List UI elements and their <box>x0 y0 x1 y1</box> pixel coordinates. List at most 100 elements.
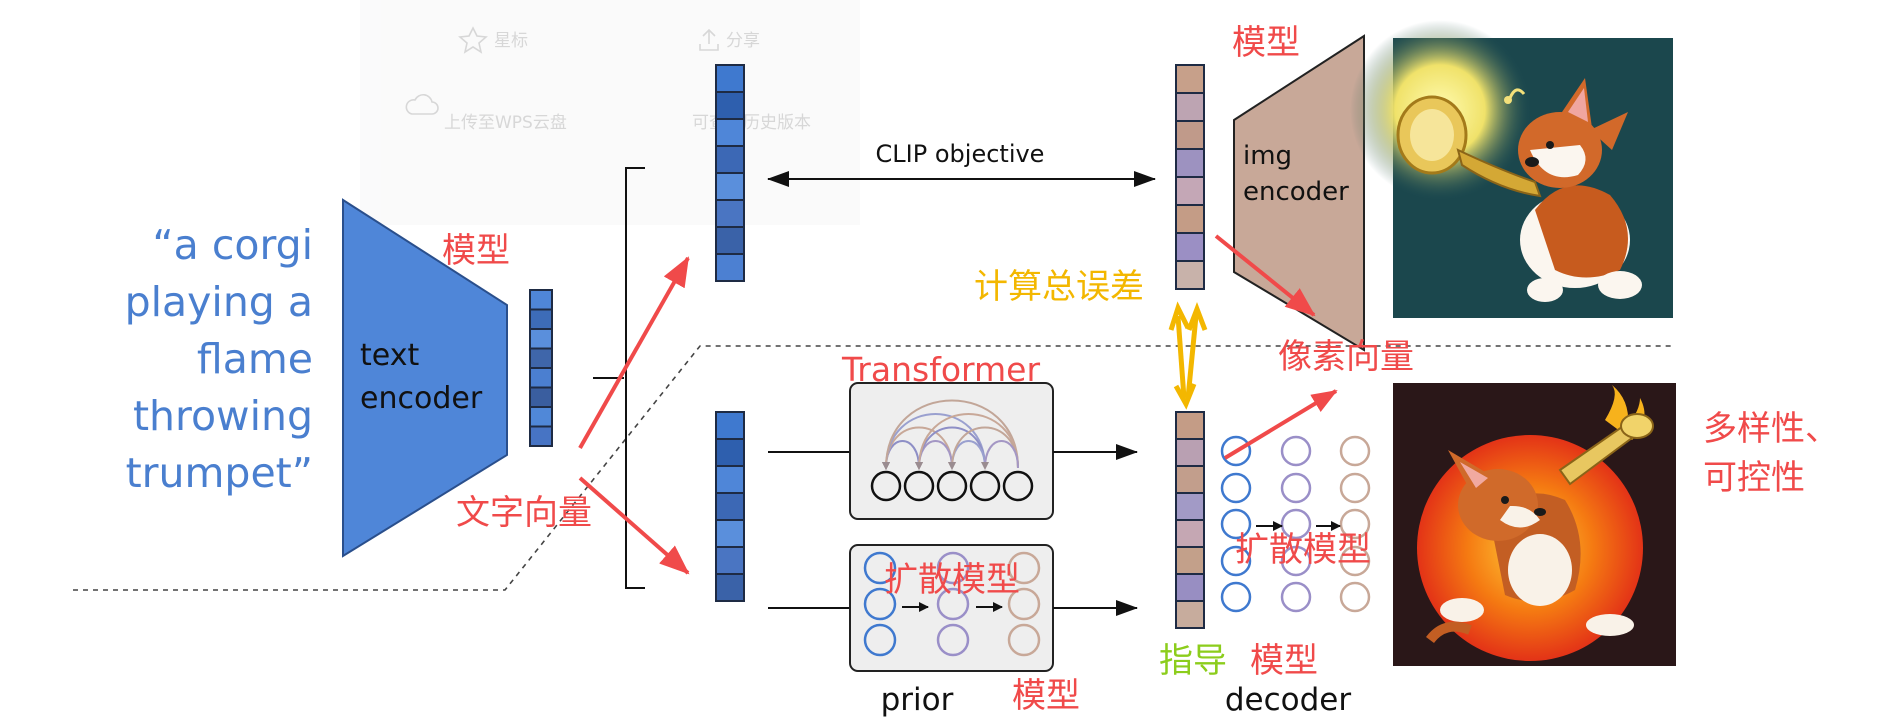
error-arrows <box>1168 301 1208 410</box>
img-encoder-label: img <box>1243 141 1292 171</box>
vector-cell <box>715 64 745 93</box>
decoder-dot <box>1220 435 1252 467</box>
vector-cell <box>529 347 553 369</box>
vector-cell <box>1175 438 1205 467</box>
vector-cell <box>529 386 553 408</box>
decoder-dot <box>1339 472 1371 504</box>
text-encoder-block <box>342 198 508 558</box>
prompt-line: “a corgi <box>152 221 313 269</box>
vector-cell <box>715 546 745 575</box>
vector-cell <box>1175 600 1205 629</box>
vector-cell <box>529 425 553 447</box>
annotation-controllability: 可控性 <box>1703 458 1805 498</box>
token-circle <box>1002 470 1034 502</box>
text-encoder-label: encoder <box>360 381 483 416</box>
prompt-line: throwing <box>133 392 313 440</box>
clip-text-embedding <box>715 64 745 282</box>
annotation-total-error: 计算总误差 <box>974 267 1144 307</box>
vector-cell <box>1175 465 1205 494</box>
vector-cell <box>715 226 745 255</box>
predicted-image-embedding <box>1175 411 1205 629</box>
vector-cell <box>715 253 745 282</box>
decoder-diffusion-steps <box>1220 435 1371 613</box>
prompt-line: trumpet” <box>126 449 313 497</box>
red-arrow-decoder <box>1223 389 1338 460</box>
diffusion-dot <box>936 623 970 657</box>
menu-upload-label[interactable]: 上传至WPS云盘 <box>444 113 567 133</box>
annotation-diversity: 多样性、 <box>1703 409 1839 449</box>
diffusion-prior-steps <box>863 551 1041 657</box>
vector-cell <box>1175 546 1205 575</box>
share-icon <box>699 28 719 51</box>
decoder-dot <box>1220 545 1252 577</box>
vector-cell <box>715 172 745 201</box>
prompt-line: flame <box>197 335 313 383</box>
vector-cell <box>529 406 553 428</box>
token-circle <box>870 470 902 502</box>
decoder-dot <box>1280 435 1312 467</box>
vector-cell <box>715 145 745 174</box>
corgi-trumpet-image-bottom <box>1393 383 1676 666</box>
decoder-label: decoder <box>1225 682 1352 718</box>
vector-cell <box>1175 120 1205 150</box>
vector-cell <box>1175 519 1205 548</box>
attention-arc <box>915 413 1019 470</box>
menu-history-label[interactable]: 可查看历史版本 <box>692 113 811 133</box>
decoder-dot <box>1339 581 1371 613</box>
menu-star-label[interactable]: 星标 <box>494 31 528 51</box>
vector-cell <box>715 465 745 494</box>
transformer-tokens <box>870 470 1034 502</box>
vector-cell <box>529 328 553 350</box>
attention-arcs <box>882 399 1019 470</box>
decoder-dot <box>1220 508 1252 540</box>
vector-cell <box>529 308 553 330</box>
annotation-guide: 指导 <box>1159 641 1227 681</box>
vector-cell <box>529 367 553 389</box>
vector-cell <box>1175 492 1205 521</box>
annotation-model-decoder: 模型 <box>1250 641 1318 681</box>
menu-overlay: 星标 分享 上传至WPS云盘 可查看历史版本 <box>360 0 860 225</box>
prior-label: prior <box>881 682 954 718</box>
red-arrow-pixel-vector <box>1214 234 1316 317</box>
diffusion-dot <box>1007 551 1041 585</box>
diffusion-dot <box>863 551 897 585</box>
decoder-dot <box>1220 581 1252 613</box>
annotation-pixel-vector: 像素向量 <box>1278 337 1414 377</box>
img-encoder-label: encoder <box>1243 177 1349 207</box>
decoder-dot <box>1280 472 1312 504</box>
menu-share-label[interactable]: 分享 <box>726 31 760 51</box>
vector-cell <box>715 492 745 521</box>
annotation-text-vector: 文字向量 <box>456 493 592 533</box>
prior-input-embedding <box>715 411 745 602</box>
clip-objective-label: CLIP objective <box>876 140 1045 168</box>
corgi-trumpet-image-top <box>1350 20 1673 318</box>
red-arrow-to-clip <box>578 256 690 449</box>
annotation-transformer: Transformer <box>841 350 1040 389</box>
decoder-dot <box>1220 472 1252 504</box>
text-encoder-label: text <box>360 338 419 373</box>
decoder-dot <box>1280 545 1312 577</box>
text-embedding-vector <box>529 289 553 447</box>
vector-cell <box>715 118 745 147</box>
annotation-diffusion-decoder: 扩散模型 <box>1235 530 1371 570</box>
menu-overlay-panel <box>360 0 860 225</box>
diffusion-dot <box>1007 587 1041 621</box>
prompt-text: “a corgi playing a flame throwing trumpe… <box>125 221 313 497</box>
red-arrow-to-prior <box>578 476 690 575</box>
img-encoder-block <box>1233 34 1365 352</box>
prompt-line: playing a <box>125 278 313 326</box>
decoder-dot <box>1339 545 1371 577</box>
diffusion-dot <box>863 623 897 657</box>
annotation-diffusion-prior: 扩散模型 <box>884 560 1020 600</box>
vector-cell <box>715 519 745 548</box>
vector-cell <box>1175 176 1205 206</box>
vector-cell <box>1175 64 1205 94</box>
diffusion-dot <box>936 551 970 585</box>
star-icon <box>458 26 488 54</box>
vector-cell <box>715 438 745 467</box>
decoder-dot <box>1339 435 1371 467</box>
diffusion-dot <box>1007 623 1041 657</box>
vector-cell <box>529 289 553 311</box>
cloud-upload-icon <box>405 94 439 115</box>
vector-cell <box>715 199 745 228</box>
